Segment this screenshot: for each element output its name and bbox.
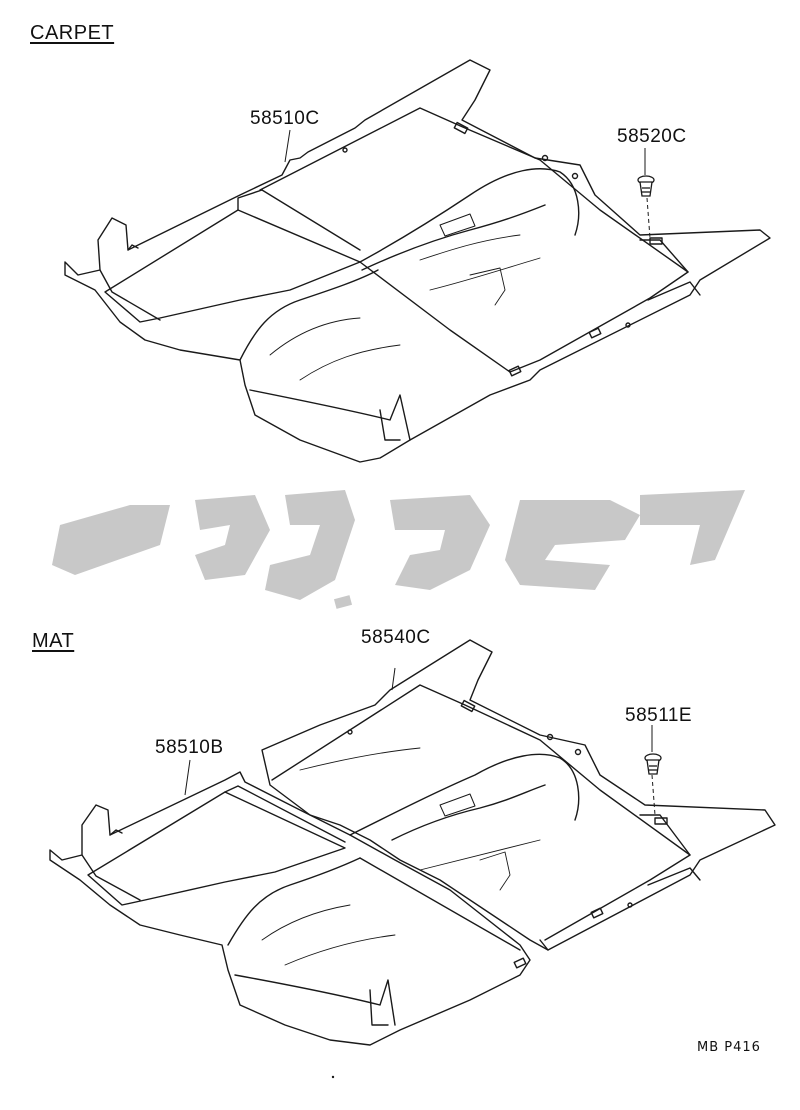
part-number-58540C[interactable]: 58540C — [361, 627, 431, 648]
part-number-58510B[interactable]: 58510B — [155, 737, 224, 758]
mat-front-58510B[interactable] — [49, 771, 531, 1046]
carpet-leaders — [284, 129, 651, 239]
clip-58520C[interactable] — [637, 175, 655, 197]
part-number-58520C[interactable]: 58520C — [617, 126, 687, 147]
clip-58511E[interactable] — [644, 753, 662, 775]
part-number-58511E[interactable]: 58511E — [625, 705, 693, 726]
carpet-assembly-58510C[interactable] — [64, 59, 771, 463]
figure-code: MB P416 — [697, 1040, 761, 1055]
watermark-logo — [52, 490, 745, 609]
mat-rear-58540C[interactable] — [261, 639, 776, 951]
section-title-mat: MAT — [32, 630, 75, 652]
section-title-carpet: CARPET — [30, 22, 115, 44]
scan-dot — [331, 1075, 335, 1079]
part-number-58510C[interactable]: 58510C — [250, 108, 320, 129]
mat-leaders — [184, 667, 656, 816]
